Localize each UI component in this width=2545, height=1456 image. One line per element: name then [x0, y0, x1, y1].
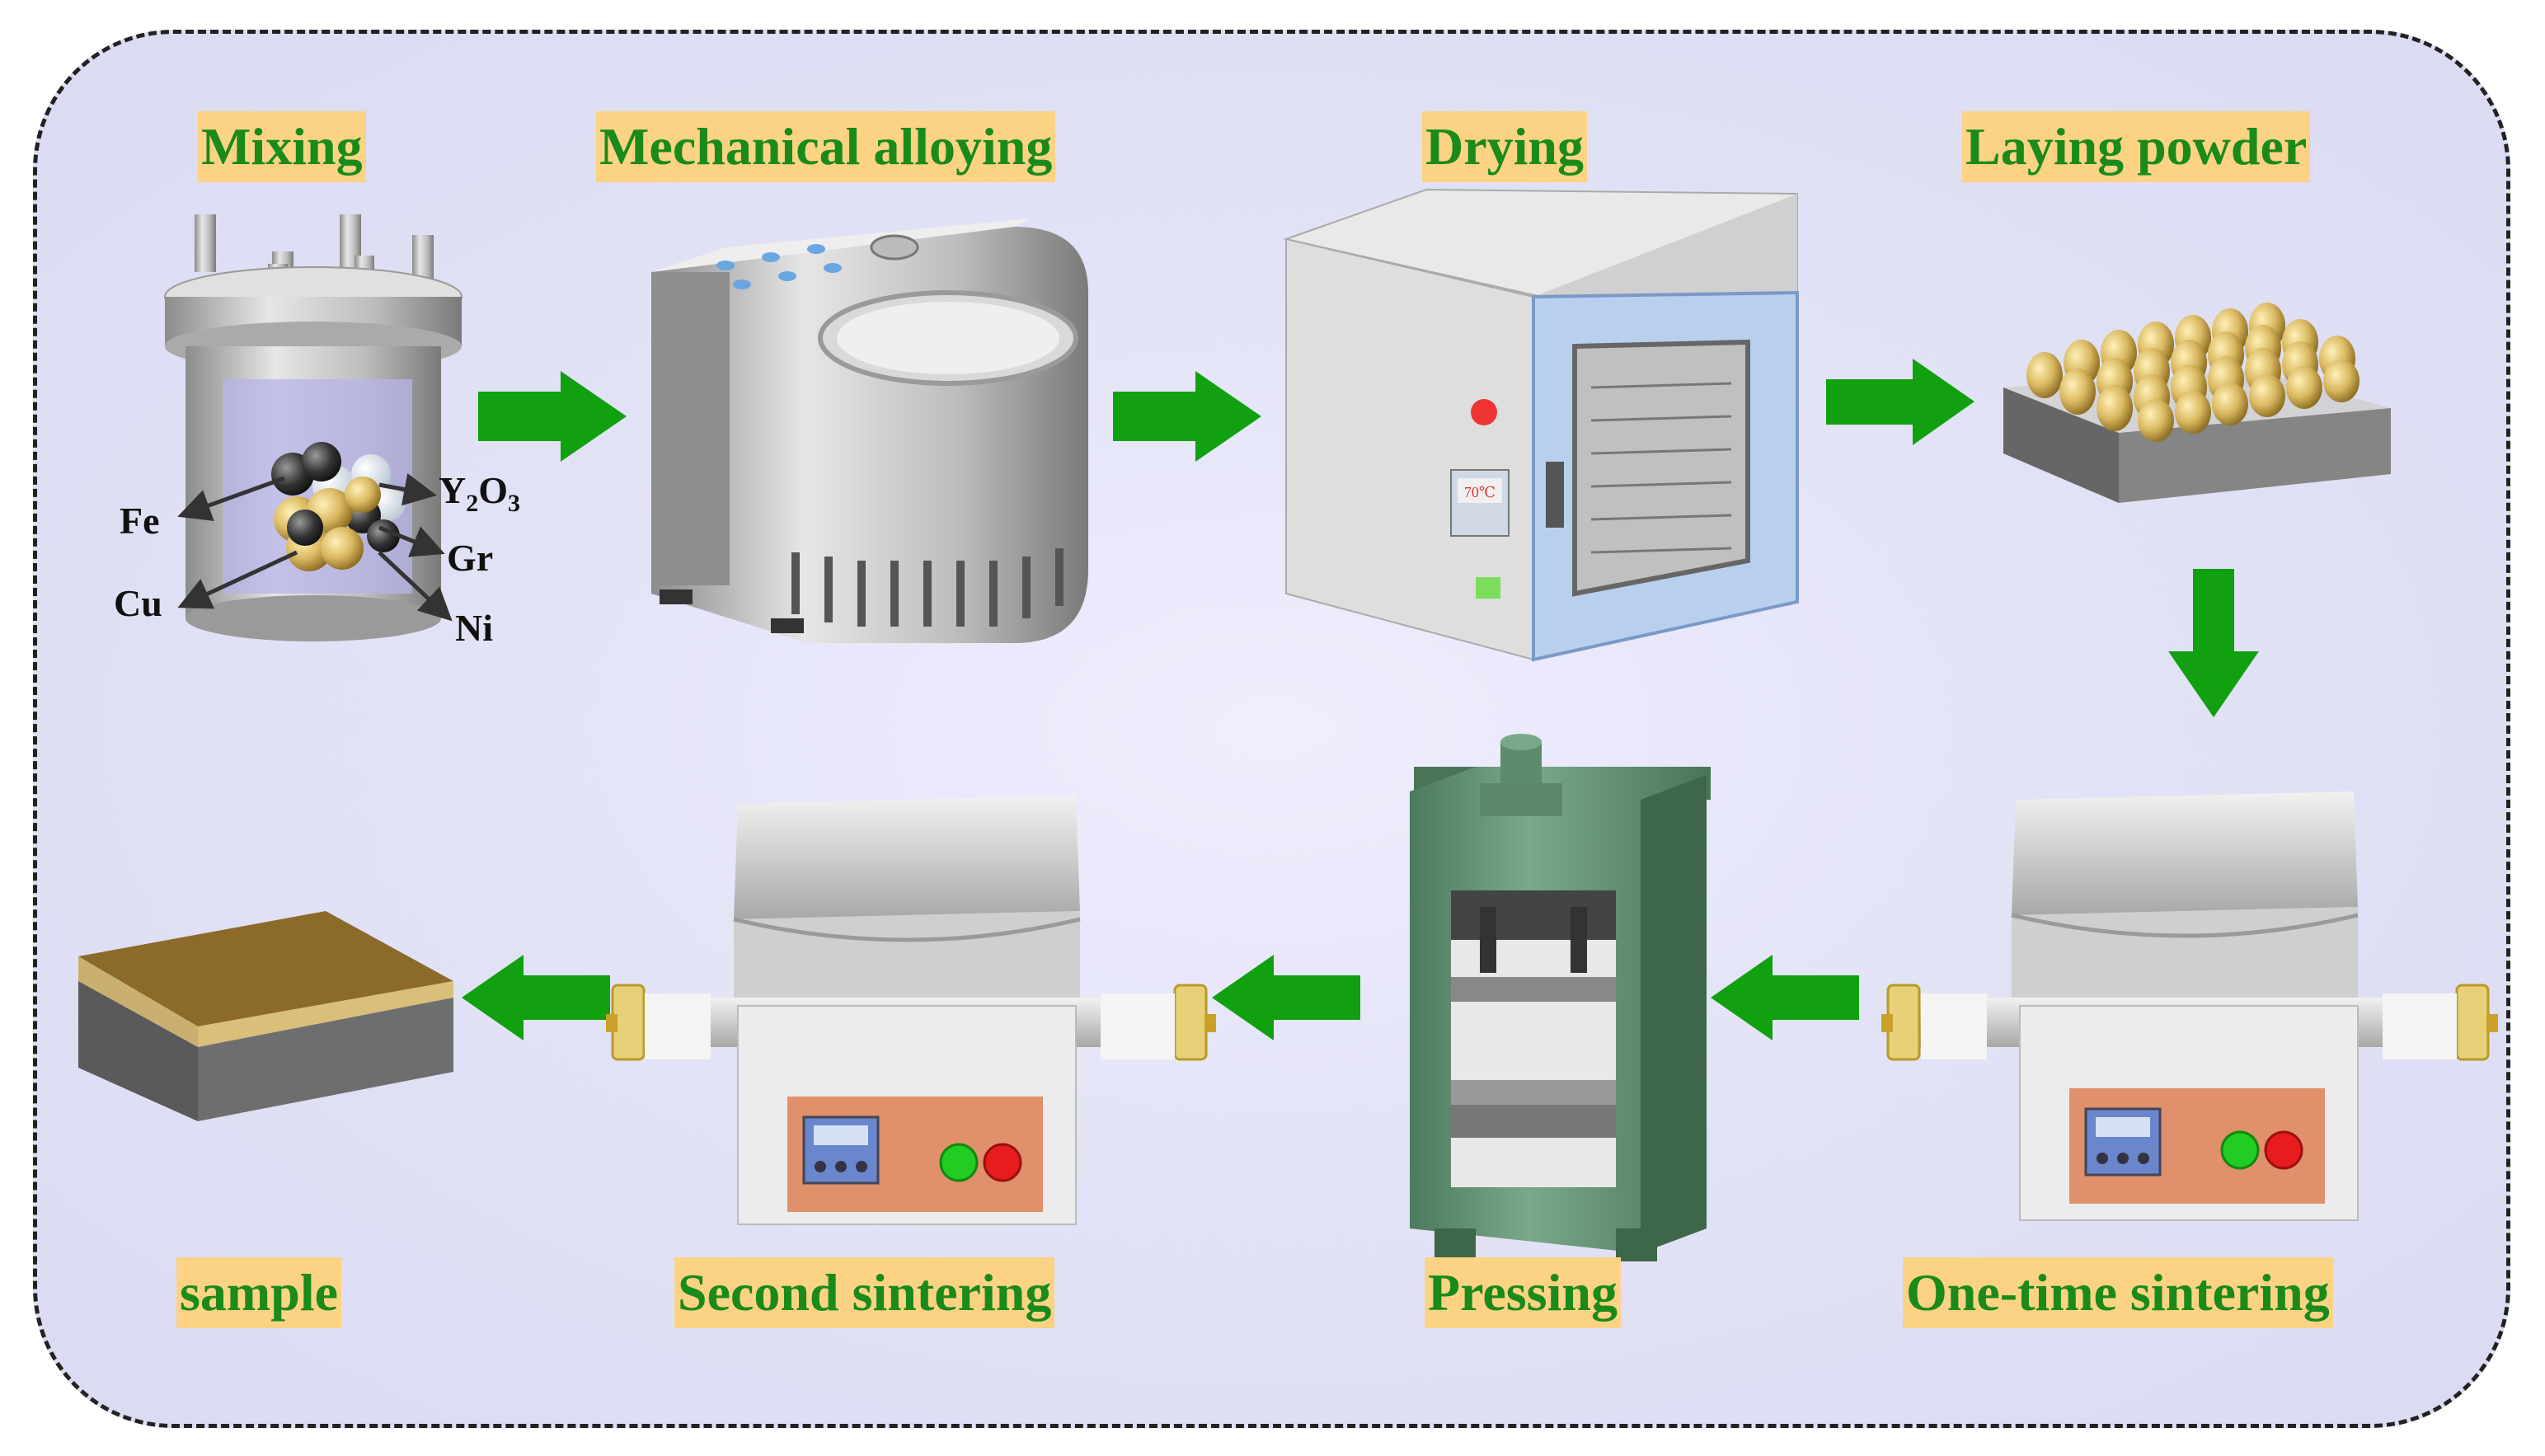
element-label-fe: Fe: [120, 500, 160, 542]
arrow-laying-to-sintering: [2168, 569, 2259, 717]
arrow-sintering-to-pressing: [1711, 955, 1859, 1040]
element-y: Y: [439, 469, 467, 511]
label-pressing: Pressing: [1425, 1257, 1621, 1328]
label-sample: sample: [176, 1257, 341, 1328]
tube-furnace-second-illustration: [606, 796, 1216, 1225]
ball-mill-illustration: [651, 218, 1088, 643]
label-drying: Drying: [1422, 111, 1587, 182]
arrow-second-to-sample: [462, 955, 610, 1040]
label-laying-powder: Laying powder: [1962, 111, 2311, 182]
element-o-subscript: 3: [508, 490, 521, 518]
label-one-time-sintering: One-time sintering: [1903, 1257, 2333, 1328]
mixing-jar-illustration: [164, 214, 463, 641]
element-label-y2o3: Y2O3: [439, 468, 520, 518]
element-label-gr: Gr: [447, 537, 494, 579]
tube-furnace-one-time-illustration: [1881, 791, 2498, 1221]
label-mixing: Mixing: [198, 111, 366, 182]
element-y-subscript: 2: [466, 490, 479, 518]
powder-tray-illustration: [2003, 303, 2391, 503]
arrow-pressing-to-second: [1212, 955, 1360, 1040]
sample-block-illustration: [78, 911, 453, 1121]
element-label-cu: Cu: [114, 582, 162, 624]
hydraulic-press-illustration: [1410, 734, 1711, 1261]
drying-oven-illustration: 70℃: [1283, 188, 1799, 662]
arrow-alloying-to-drying: [1113, 371, 1261, 462]
flow-arrows: [462, 359, 2259, 1040]
arrow-drying-to-laying: [1826, 359, 1974, 445]
element-o: O: [478, 469, 509, 511]
element-label-ni: Ni: [455, 607, 493, 649]
oven-display-text: 70℃: [1464, 484, 1496, 500]
label-second-sintering: Second sintering: [674, 1257, 1055, 1328]
mill-vent-slots: [791, 548, 1064, 627]
label-mechanical-alloying: Mechanical alloying: [596, 111, 1056, 182]
powder-particles: [2026, 303, 2360, 442]
arrow-mixing-to-alloying: [478, 371, 627, 462]
